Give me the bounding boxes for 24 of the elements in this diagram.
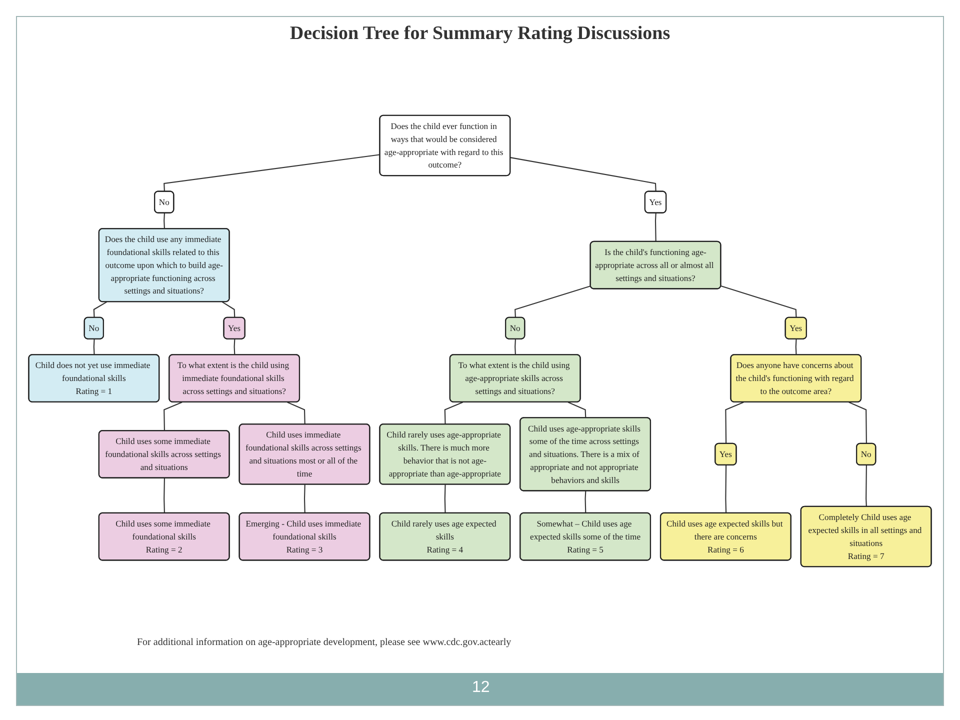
connector <box>568 402 586 418</box>
connector <box>222 302 236 318</box>
connector <box>510 157 656 192</box>
connector <box>164 478 165 514</box>
connector <box>164 213 165 229</box>
connector <box>234 339 236 355</box>
connector <box>304 484 306 514</box>
connector <box>514 339 516 355</box>
connector <box>514 286 591 318</box>
connector <box>725 402 744 444</box>
connector <box>654 213 656 242</box>
connector <box>866 465 867 507</box>
connector <box>725 465 727 514</box>
connector <box>584 491 586 514</box>
connector <box>720 286 797 318</box>
footnote: For additional information on age-appropriate development, please see www.cdc.gov.actearly <box>137 637 512 648</box>
page-number: 12 <box>472 679 490 697</box>
connector <box>848 402 867 444</box>
diagram-title: Decision Tree for Summary Rating Discussions <box>288 23 672 45</box>
connector <box>795 339 797 355</box>
connector <box>444 484 446 514</box>
connector <box>164 154 380 192</box>
connector <box>93 339 95 355</box>
connector <box>93 302 107 318</box>
